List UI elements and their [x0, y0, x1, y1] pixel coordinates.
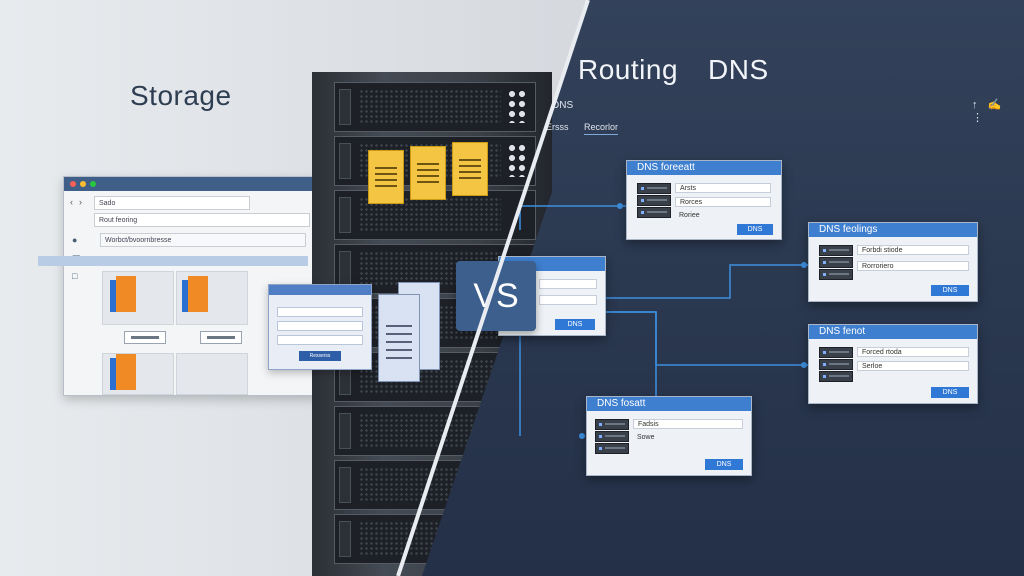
card-row: Forced rtoda	[857, 347, 969, 357]
window-titlebar	[64, 177, 326, 191]
storage-heading: Storage	[130, 80, 232, 111]
card-title: DNS foreeatt	[627, 161, 781, 175]
card-row	[539, 295, 597, 305]
url-bar[interactable]: Rout feoring	[94, 213, 310, 227]
card-row: Serloe	[857, 361, 969, 371]
tab-ersss[interactable]: Ersss	[546, 122, 569, 132]
folder-icon[interactable]	[110, 354, 136, 390]
dns-button[interactable]: DNS	[931, 387, 969, 398]
nav-row: ‹ › Sado	[64, 193, 326, 211]
server-icon	[819, 347, 853, 382]
card-row: Rorroriero	[857, 261, 969, 271]
folder-action-button[interactable]	[124, 331, 166, 344]
selection-bar	[38, 256, 308, 266]
server-icon	[637, 183, 671, 218]
yellow-document-icon	[449, 142, 488, 201]
folder-nav-icon[interactable]: □	[72, 271, 78, 281]
card-row: Sowe	[637, 434, 655, 441]
dns-button[interactable]: DNS	[555, 319, 595, 330]
card-title: DNS feolings	[809, 223, 977, 237]
file-dialog: Resserss	[268, 284, 372, 370]
server-icon	[595, 419, 629, 454]
routing-heading: Routing	[578, 54, 679, 85]
minimize-dot-icon[interactable]	[80, 181, 86, 187]
dialog-confirm-button[interactable]: Resserss	[299, 351, 341, 361]
share-icon[interactable]: ✍	[987, 99, 1012, 111]
card-row: Arsts	[675, 183, 771, 193]
card-title: DNS fenot	[809, 325, 977, 339]
yellow-document-icon	[407, 146, 446, 205]
home-icon[interactable]: ●	[72, 235, 78, 245]
card-row: Forbdi stiode	[857, 245, 969, 255]
card-row: Roriee	[679, 212, 700, 219]
card-row: Rorces	[675, 197, 771, 207]
dialog-field[interactable]	[277, 335, 363, 345]
toolbar-icons: ↑✍⋮	[972, 98, 1024, 124]
tab-recorlor[interactable]: Recorlor	[584, 122, 619, 135]
dns-card: DNS fosatt Fadsis Sowe DNS	[586, 396, 752, 476]
back-arrow-icon[interactable]: ‹	[70, 197, 73, 207]
dns-heading: DNS	[708, 54, 769, 85]
dialog-field[interactable]	[277, 307, 363, 317]
folder-icon[interactable]	[182, 276, 208, 312]
server-icon	[819, 245, 853, 280]
dialog-header	[269, 285, 371, 295]
dns-card: DNS fenot Forced rtoda Serloe DNS	[808, 324, 978, 404]
document-icon	[378, 294, 420, 382]
dns-card: DNS foreeatt Arsts Rorces Roriee DNS	[626, 160, 782, 240]
tab-label[interactable]: Sado	[94, 196, 250, 210]
folder-icon[interactable]	[110, 276, 136, 312]
dns-button[interactable]: DNS	[737, 224, 773, 235]
file-tile[interactable]	[176, 353, 248, 395]
menu-icon[interactable]: ⋮	[972, 112, 993, 124]
card-row	[539, 279, 597, 289]
tab-bar: Ersss Recorlor	[540, 120, 1024, 138]
card-row: Fadsis	[633, 419, 743, 429]
vs-badge: VS	[456, 261, 536, 331]
dns-window-title: DNS	[552, 100, 574, 111]
yellow-document-icon	[365, 150, 404, 209]
dns-card: DNS feolings Forbdi stiode Rorroriero DN…	[808, 222, 978, 302]
card-title: DNS fosatt	[587, 397, 751, 411]
dialog-field[interactable]	[277, 321, 363, 331]
upload-icon[interactable]: ↑	[972, 99, 988, 111]
path-field[interactable]: Worbct/bvoornbresse	[100, 233, 306, 247]
folder-action-button[interactable]	[200, 331, 242, 344]
dns-button[interactable]: DNS	[931, 285, 969, 296]
close-dot-icon[interactable]	[70, 181, 76, 187]
rack-unit	[334, 82, 536, 132]
maximize-dot-icon[interactable]	[90, 181, 96, 187]
dns-button[interactable]: DNS	[705, 459, 743, 470]
forward-arrow-icon[interactable]: ›	[79, 197, 82, 207]
